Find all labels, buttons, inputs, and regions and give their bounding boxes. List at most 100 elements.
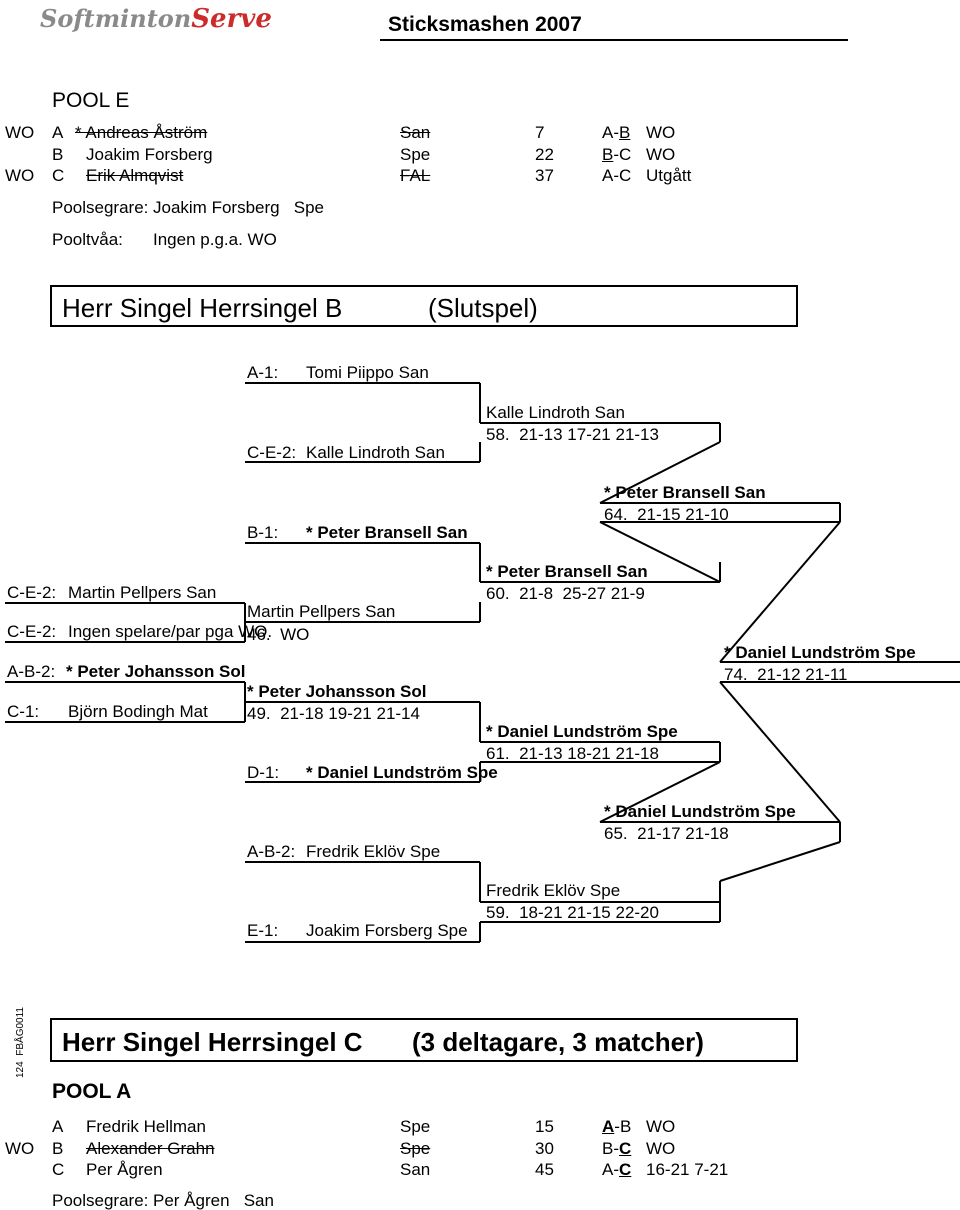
player-name: Joakim Forsberg <box>86 145 213 164</box>
match-sep: - <box>613 123 620 142</box>
player-number: 37 <box>535 166 554 185</box>
final-winner: * Daniel Lundström Spe <box>724 643 916 662</box>
section-b-header: Herr Singel Herrsingel B (Slutspel) <box>50 285 798 327</box>
match-65-winner: * Daniel Lundström Spe <box>604 802 796 821</box>
match-result: 16-21 7-21 <box>646 1160 729 1179</box>
match-a: A <box>602 1117 615 1136</box>
bracket-player: Tomi Piippo San <box>306 363 429 382</box>
player-number: 22 <box>535 145 554 164</box>
bracket-seed-label: A-1: <box>247 363 279 382</box>
match-a: B <box>602 1139 614 1158</box>
logo: SoftmintonServe <box>40 6 272 32</box>
bracket-seed-label: C-E-2: <box>7 622 57 641</box>
bracket-seed-label: A-B-2: <box>7 662 56 681</box>
section-c-subtitle: (3 deltagare, 3 matcher) <box>412 1027 704 1057</box>
match-sep: - <box>613 1139 620 1158</box>
row-letter: B <box>52 145 64 164</box>
match-pair: B-C <box>602 146 631 163</box>
player-club: Spe <box>400 1139 431 1158</box>
row-letter: B <box>52 1139 64 1158</box>
match-59-score: 59. 18-21 21-15 22-20 <box>486 903 659 922</box>
side-code: 124 FBÅG0011 <box>15 1007 26 1078</box>
match-sep: - <box>613 145 620 164</box>
player-club: Spe <box>400 145 431 164</box>
match-b: C <box>619 166 632 185</box>
pool-winner: Per Ågren San <box>153 1191 274 1210</box>
match-a: B <box>602 145 614 164</box>
match-b: C <box>619 145 632 164</box>
match-61-winner: * Daniel Lundström Spe <box>486 722 678 741</box>
match-result: WO <box>646 145 676 164</box>
match-49-winner: * Peter Johansson Sol <box>247 682 427 701</box>
player-name: Erik Almqvist <box>86 166 184 185</box>
bracket-seed-label: E-1: <box>247 921 279 940</box>
match-46-winner: Martin Pellpers San <box>247 602 396 621</box>
bracket-seed-label: B-1: <box>247 523 279 542</box>
section-c-header: Herr Singel Herrsingel C (3 deltagare, 3… <box>50 1018 798 1062</box>
player-club: San <box>400 123 431 142</box>
match-a: A <box>602 166 614 185</box>
pool-winner-label: Poolsegrare: <box>52 1191 149 1210</box>
bracket-player: Ingen spelare/par pga WO. <box>68 622 273 641</box>
bracket-seed-label: A-B-2: <box>247 842 296 861</box>
bracket-player: * Daniel Lundström Spe <box>306 763 498 782</box>
pool-winner-label: Poolsegrare: <box>52 198 149 217</box>
match-sep: - <box>613 1160 620 1179</box>
bracket-player: Fredrik Eklöv Spe <box>306 842 441 861</box>
row-flag: WO <box>5 166 35 185</box>
pool-second-label: Pooltvåa: <box>52 230 123 249</box>
pool-second: Ingen p.g.a. WO <box>153 230 277 249</box>
bracket-seed-label: C-E-2: <box>247 443 297 462</box>
bracket-player: Martin Pellpers San <box>68 583 217 602</box>
player-number: 30 <box>535 1139 554 1158</box>
match-pair: B-C <box>602 1140 631 1157</box>
match-60-winner: * Peter Bransell San <box>486 562 648 581</box>
row-flag: WO <box>5 123 35 142</box>
bracket-player: * Peter Johansson Sol <box>66 662 246 681</box>
match-result: WO <box>646 1139 676 1158</box>
match-a: A <box>602 123 614 142</box>
match-65-score: 65. 21-17 21-18 <box>604 824 729 843</box>
match-pair: A-B <box>602 124 630 141</box>
bracket-seed-label: D-1: <box>247 763 280 782</box>
pool-a-title: POOL A <box>52 1080 132 1103</box>
match-b: C <box>619 1139 632 1158</box>
match-61-score: 61. 21-13 18-21 21-18 <box>486 744 659 763</box>
match-pair: A-C <box>602 167 631 184</box>
final-score: 74. 21-12 21-11 <box>724 665 848 684</box>
section-c-title: Herr Singel Herrsingel C <box>62 1027 363 1057</box>
match-b: C <box>619 1160 632 1179</box>
row-flag: WO <box>5 1139 35 1158</box>
bracket-seed-label: C-1: <box>7 702 40 721</box>
row-letter: C <box>52 166 65 185</box>
player-name: Fredrik Hellman <box>86 1117 206 1136</box>
player-number: 45 <box>535 1160 554 1179</box>
player-number: 7 <box>535 123 545 142</box>
bracket-seed-label: C-E-2: <box>7 583 57 602</box>
logo-text-serve: Serve <box>191 4 272 34</box>
match-result: Utgått <box>646 166 692 185</box>
match-64-winner: * Peter Bransell San <box>604 483 766 502</box>
player-name: * Andreas Åström <box>75 123 208 142</box>
match-sep: - <box>614 1117 620 1136</box>
bracket-player: Joakim Forsberg Spe <box>306 921 468 940</box>
match-49-score: 49. 21-18 19-21 21-14 <box>247 704 420 723</box>
match-pair: A-C <box>602 1161 631 1178</box>
player-name: Per Ågren <box>86 1160 163 1179</box>
match-58-winner: Kalle Lindroth San <box>486 403 625 422</box>
match-pair: A-B <box>602 1118 631 1135</box>
row-letter: A <box>52 123 64 142</box>
player-club: FAL <box>400 166 431 185</box>
match-b: B <box>619 123 631 142</box>
player-club: San <box>400 1160 431 1179</box>
match-sep: - <box>613 166 620 185</box>
row-letter: A <box>52 1117 64 1136</box>
pool-e-title: POOL E <box>52 89 130 112</box>
logo-text-softminton: Softminton <box>40 4 192 33</box>
page-title: Sticksmashen 2007 <box>388 13 582 36</box>
player-name: Alexander Grahn <box>86 1139 215 1158</box>
header-rule <box>380 39 848 41</box>
player-number: 15 <box>535 1117 554 1136</box>
match-60-score: 60. 21-8 25-27 21-9 <box>486 584 645 603</box>
